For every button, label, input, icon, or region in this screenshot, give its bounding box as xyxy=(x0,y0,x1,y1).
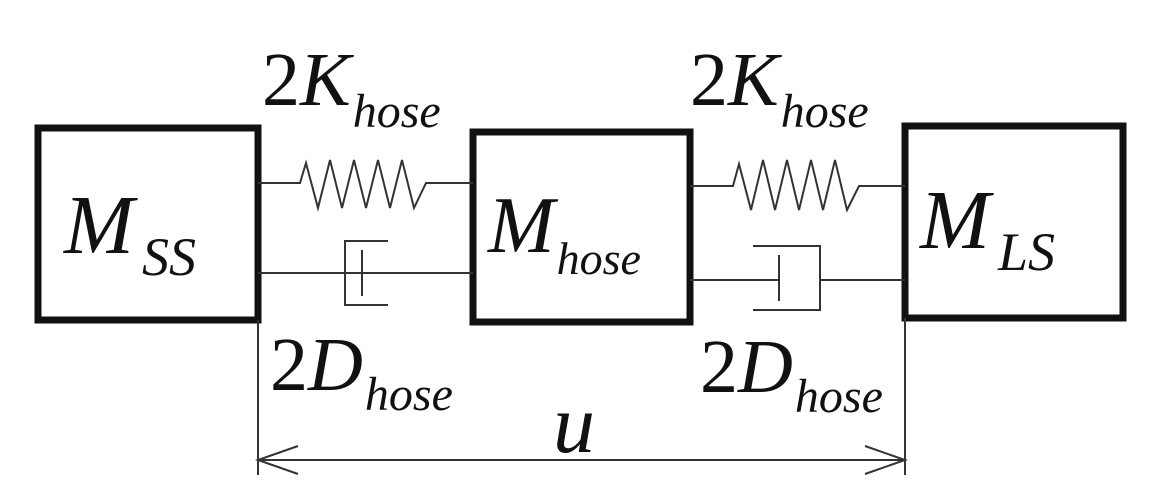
mass-block-ss xyxy=(34,124,262,324)
damper-left xyxy=(258,240,473,306)
displacement-dimension xyxy=(254,318,909,475)
arrowhead-left xyxy=(254,445,299,475)
displacement-label: u xyxy=(553,378,595,471)
mass-block-hose xyxy=(469,128,694,326)
spring-left-label: 2Khose xyxy=(262,38,441,138)
damper-left-label: 2Dhose xyxy=(270,323,453,421)
spring-left xyxy=(258,159,473,212)
spring-right-label: 2Khose xyxy=(690,38,869,138)
mass-hose-label: Mhose xyxy=(487,182,641,284)
damper-right-label: 2Dhose xyxy=(700,325,883,423)
damper-right xyxy=(690,245,905,311)
mass-block-ls xyxy=(901,122,1127,322)
spring-right xyxy=(690,159,905,213)
arrowhead-right xyxy=(864,445,909,475)
